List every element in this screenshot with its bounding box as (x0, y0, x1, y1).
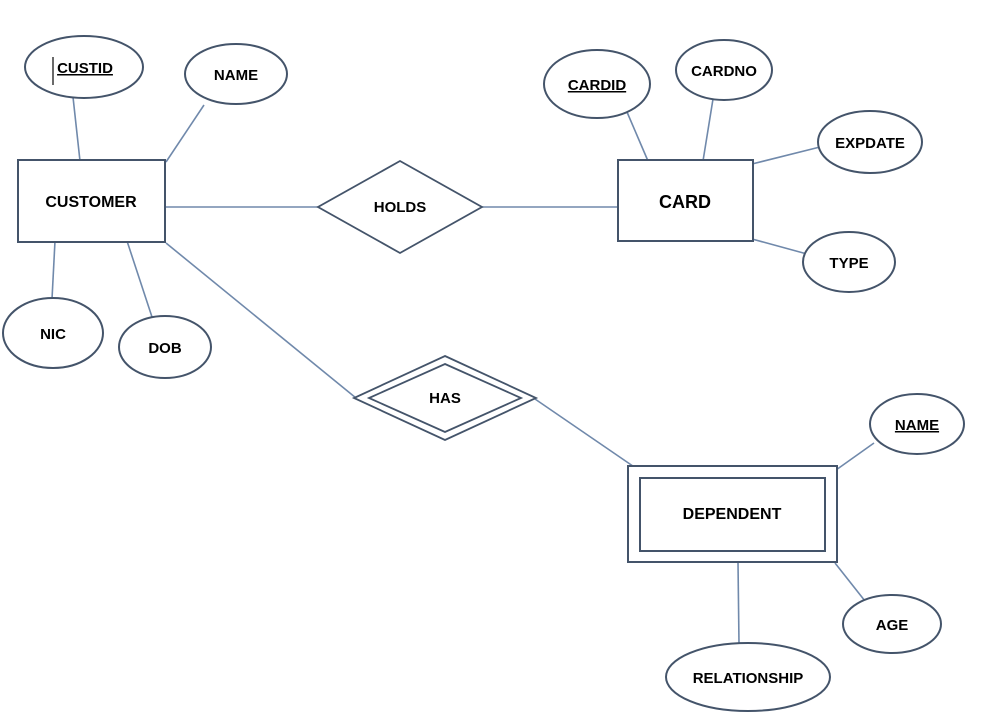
entity-dependent[interactable]: DEPENDENT (627, 465, 838, 563)
name-ellipse (184, 43, 288, 105)
nic-label: NIC (40, 326, 66, 343)
custid-label: CUSTID (57, 60, 113, 77)
edge-customer-nic (51, 240, 56, 300)
edge-dependent-age (834, 562, 866, 602)
attribute-custid[interactable]: CUSTID (24, 35, 144, 99)
attribute-name-dependent[interactable]: NAME (869, 393, 965, 455)
dob-ellipse (118, 315, 212, 379)
cardid-ellipse (543, 49, 651, 119)
type-label: TYPE (829, 255, 868, 272)
cardno-label: CARDNO (691, 63, 757, 80)
customer-label: CUSTOMER (45, 194, 137, 211)
has-label: HAS (429, 390, 461, 407)
edge-customer-dob (126, 240, 153, 318)
edge-cardid-card (626, 111, 649, 162)
holds-diamond (316, 159, 484, 255)
entity-card[interactable]: CARD (617, 159, 754, 242)
attribute-dob[interactable]: DOB (118, 315, 212, 379)
has-inner-diamond (366, 363, 524, 433)
name-label: NAME (214, 67, 258, 84)
attribute-cardno[interactable]: CARDNO (675, 39, 773, 101)
holds-label: HOLDS (374, 199, 427, 216)
expdate-ellipse (817, 110, 923, 174)
cardid-label: CARDID (568, 77, 626, 94)
attribute-type[interactable]: TYPE (802, 231, 896, 293)
dep-name-ellipse (869, 393, 965, 455)
edge-card-expdate (751, 146, 821, 165)
relationship-ellipse (665, 642, 831, 712)
edge-dependent-depname (835, 442, 875, 471)
entity-customer[interactable]: CUSTOMER (17, 159, 166, 243)
edge-customer-has (165, 242, 357, 399)
edge-name-customer (165, 104, 205, 163)
dependent-label: DEPENDENT (683, 506, 782, 523)
nic-ellipse (2, 297, 104, 369)
edge-cardno-card (702, 98, 714, 162)
card-label: CARD (659, 192, 711, 212)
edge-card-type (751, 238, 808, 255)
expdate-label: EXPDATE (835, 135, 905, 152)
cardno-ellipse (675, 39, 773, 101)
relationship-has[interactable]: HAS (351, 355, 539, 441)
dependent-inner-rect (639, 477, 826, 552)
age-label: AGE (876, 617, 909, 634)
relationship-holds[interactable]: HOLDS (316, 159, 484, 255)
attribute-nic[interactable]: NIC (2, 297, 104, 369)
custid-ellipse (24, 35, 144, 99)
age-ellipse (842, 594, 942, 654)
edge-has-dependent (534, 398, 644, 474)
dep-name-label: NAME (895, 417, 939, 434)
dob-label: DOB (148, 340, 182, 357)
attribute-relationship[interactable]: RELATIONSHIP (665, 642, 831, 712)
attribute-name-customer[interactable]: NAME (184, 43, 288, 105)
attribute-expdate[interactable]: EXPDATE (817, 110, 923, 174)
customer-rect (17, 159, 166, 243)
edge-custid-customer (72, 96, 81, 162)
relationship-label: RELATIONSHIP (693, 670, 804, 687)
attribute-age[interactable]: AGE (842, 594, 942, 654)
attribute-cardid[interactable]: CARDID (543, 49, 651, 119)
edge-dependent-relationship (737, 561, 740, 645)
type-ellipse (802, 231, 896, 293)
card-rect (617, 159, 754, 242)
